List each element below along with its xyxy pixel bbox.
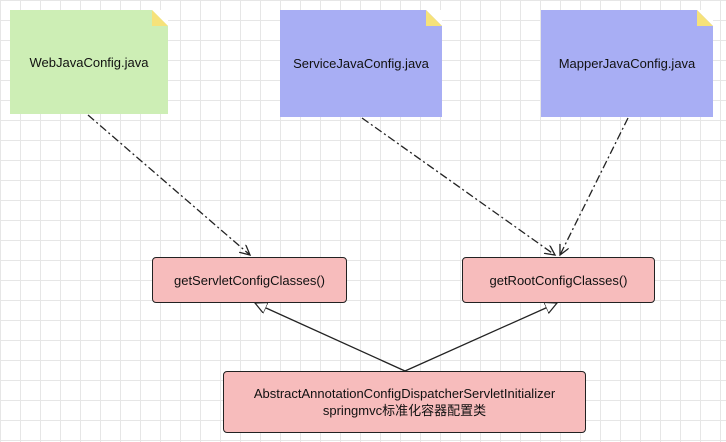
initializer-class-box[interactable]: AbstractAnnotationConfigDispatcherServle…	[223, 371, 586, 433]
method-label: getServletConfigClasses()	[173, 272, 325, 288]
note-mapper-java-config[interactable]: MapperJavaConfig.java	[541, 10, 713, 117]
method-get-root-config-classes[interactable]: getRootConfigClasses()	[462, 257, 655, 303]
note-fold-icon	[152, 10, 168, 26]
method-label: getRootConfigClasses()	[489, 272, 628, 288]
inheritance-initializer-to-servlet	[255, 303, 406, 372]
note-label: MapperJavaConfig.java	[558, 56, 696, 71]
method-get-servlet-config-classes[interactable]: getServletConfigClasses()	[152, 257, 347, 303]
dependency-mapper-to-root	[560, 117, 629, 255]
note-fold-icon	[697, 10, 713, 26]
dependency-service-to-root	[361, 117, 555, 255]
note-label: WebJavaConfig.java	[29, 54, 149, 70]
note-fold-icon	[426, 10, 442, 26]
inheritance-initializer-to-root	[404, 303, 557, 372]
note-service-java-config[interactable]: ServiceJavaConfig.java	[280, 10, 442, 117]
initializer-description: springmvc标准化容器配置类	[322, 403, 487, 418]
note-label: ServiceJavaConfig.java	[293, 56, 429, 71]
initializer-class-name: AbstractAnnotationConfigDispatcherServle…	[253, 386, 556, 401]
note-web-java-config[interactable]: WebJavaConfig.java	[10, 10, 168, 114]
dependency-web-to-servlet	[87, 114, 250, 255]
